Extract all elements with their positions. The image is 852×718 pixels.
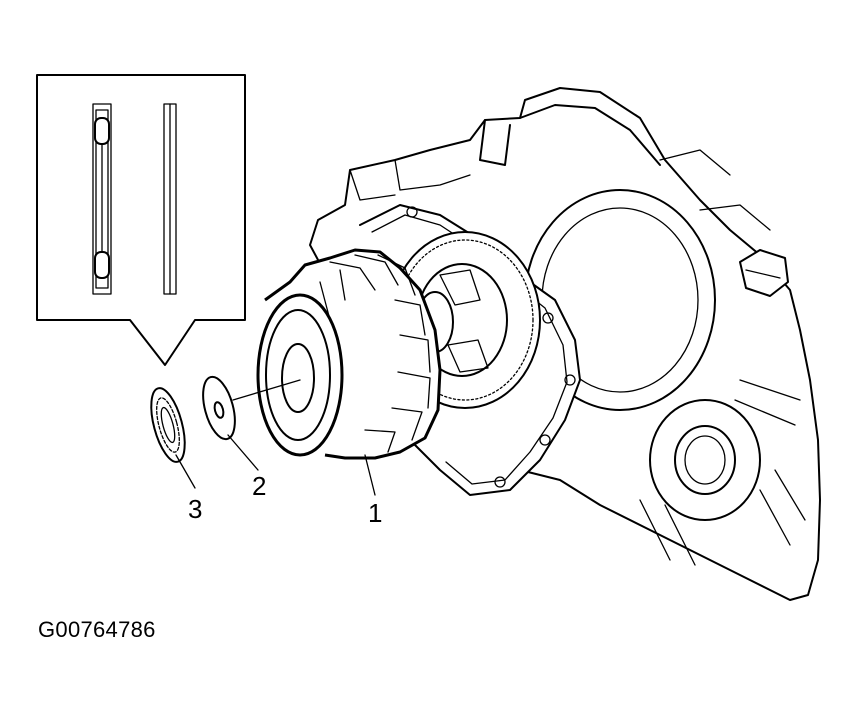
callout-2: 2 [252,471,266,501]
leader-line-2 [227,434,259,471]
detail-inset [36,74,246,366]
thrust-bearing-part-3 [150,387,186,463]
callout-1: 1 [368,498,382,528]
assembly-axis-line [232,379,301,401]
clutch-drum-part-1 [256,248,442,460]
figure-id: G00764786 [38,617,156,642]
callout-3: 3 [188,494,202,524]
bearing-section-view [92,103,112,295]
leader-line-3 [175,454,196,489]
leader-line-1 [364,454,376,496]
thrust-washer-part-2 [202,375,236,441]
washer-section-view [163,103,177,295]
